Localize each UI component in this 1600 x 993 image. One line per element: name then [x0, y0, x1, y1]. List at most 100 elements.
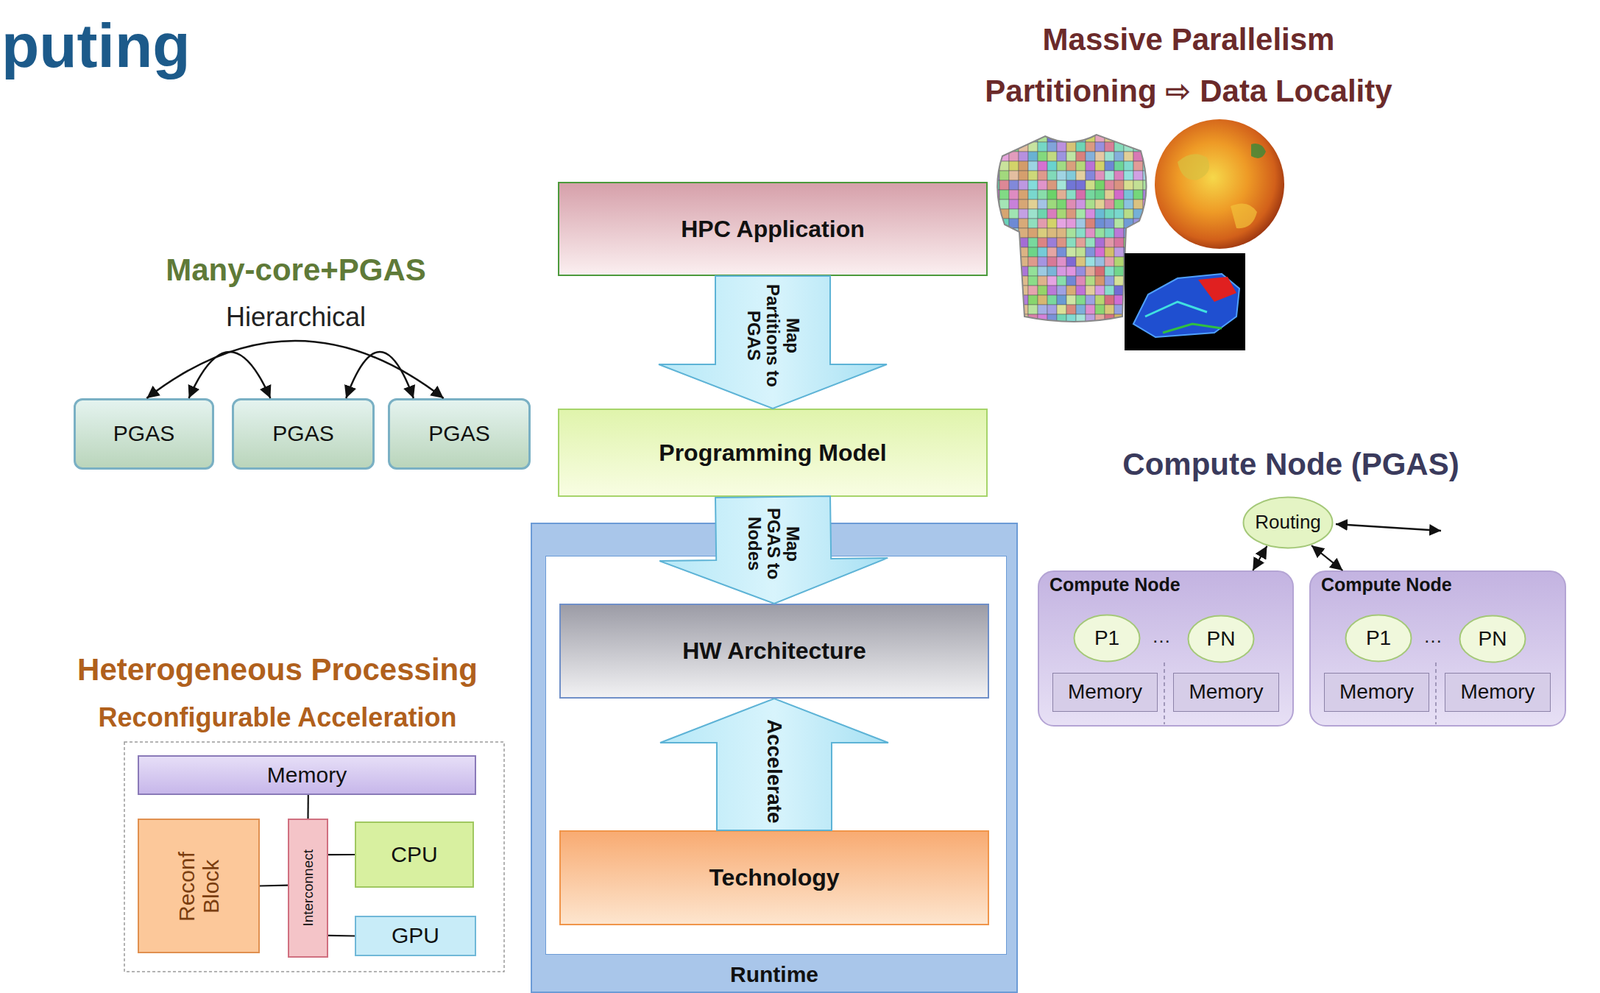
mesh-cell: [1123, 199, 1134, 210]
mesh-cell: [989, 189, 1000, 200]
mesh-cell: [999, 285, 1010, 296]
globe-patch: [1251, 143, 1266, 159]
mesh-cell: [1123, 218, 1134, 229]
mesh-cell: [1066, 132, 1076, 143]
mesh-cell: [1009, 199, 1019, 210]
mesh-cell: [1047, 266, 1057, 276]
mesh-cell: [1047, 314, 1057, 324]
mesh-cell: [1142, 132, 1153, 143]
mesh-cell: [1114, 247, 1124, 257]
mesh-cell: [1009, 142, 1019, 152]
mesh-cell: [1056, 237, 1067, 248]
mesh-cell: [1123, 228, 1134, 238]
mesh-cell: [1133, 151, 1143, 162]
mesh-cell: [1075, 161, 1086, 171]
ellipsis-mark: …: [1423, 625, 1443, 648]
edge-label: Map Partitions to PGAS: [743, 280, 802, 391]
mesh-cell: [1104, 199, 1115, 210]
mesh-cell: [1037, 295, 1048, 305]
technology-box: Technology: [559, 830, 990, 926]
mesh-cell: [1095, 285, 1105, 296]
mesh-cell: [1133, 314, 1143, 324]
globe-patch: [1177, 153, 1210, 180]
pgas-box: PGAS: [387, 398, 531, 470]
mesh-cell: [1075, 209, 1086, 219]
mesh-cell: [1152, 247, 1163, 257]
mesh-cell: [1018, 142, 1029, 152]
mesh-cell: [1075, 266, 1086, 276]
mesh-cell: [1018, 180, 1029, 190]
mesh-cell: [1085, 285, 1096, 296]
mesh-cell: [1018, 189, 1029, 200]
mesh-cell: [1114, 266, 1124, 276]
sub-heading: Hierarchical: [225, 301, 366, 332]
globe: [1154, 119, 1285, 249]
mesh-cell: [1075, 132, 1086, 143]
car-detail: [1162, 323, 1222, 333]
car-hotspot: [1198, 276, 1237, 302]
mesh-cell: [1018, 295, 1029, 305]
mesh-cell: [1037, 285, 1048, 296]
mesh-cell: [989, 266, 1000, 276]
mesh-cell: [1028, 314, 1038, 324]
mesh-cell: [1152, 295, 1163, 305]
ellipse-shape: [1346, 615, 1412, 662]
processor-ellipse: P1: [1073, 613, 1141, 663]
ellipsis-mark: …: [1151, 625, 1171, 648]
mesh-cell: [1028, 304, 1038, 315]
mesh-cell: [989, 209, 1000, 219]
mesh-cell: [1066, 256, 1076, 267]
mesh-cell: [1047, 161, 1057, 171]
mesh-cell: [1095, 189, 1105, 200]
mesh-cell: [1114, 237, 1124, 248]
mesh-cell: [1095, 266, 1105, 276]
mesh-cell: [1056, 285, 1067, 296]
mesh-cell: [1133, 170, 1143, 181]
mesh-cell: [1047, 247, 1057, 257]
mesh-cell: [1123, 132, 1134, 143]
mesh-cell: [1075, 314, 1086, 324]
mesh-cell: [1009, 209, 1019, 219]
mesh-cell: [999, 295, 1010, 305]
mesh-cell: [989, 180, 1000, 190]
mesh-cell: [1133, 295, 1143, 305]
mesh-cell: [999, 180, 1010, 190]
mesh-cell: [1018, 266, 1029, 276]
mesh-cell: [1085, 209, 1096, 219]
mesh-cell: [1047, 170, 1057, 181]
mesh-cell: [1104, 161, 1115, 171]
mesh-cell: [1104, 189, 1115, 200]
connector-line: [306, 794, 309, 819]
mesh-cell: [989, 199, 1000, 210]
curved-arrow: [345, 351, 414, 399]
mesh-cell: [1104, 275, 1115, 286]
mesh-cell: [989, 161, 1000, 171]
processor-ellipse: PN: [1187, 614, 1255, 664]
section-heading: Heterogeneous Processing: [77, 652, 478, 688]
block-arrow: [660, 698, 889, 831]
mesh-cell: [1066, 142, 1076, 152]
mesh-cell: [999, 218, 1010, 229]
mesh-cell: [1152, 314, 1163, 324]
mesh-cell: [1028, 199, 1038, 210]
mesh-cell: [1142, 237, 1153, 248]
compute-node-box: Compute NodeP1PNMemoryMemory: [1037, 570, 1294, 727]
mesh-cell: [1152, 199, 1163, 210]
mesh-cell: [1104, 209, 1115, 219]
mesh-cell: [1123, 285, 1134, 296]
mesh-cell: [1056, 323, 1067, 334]
mesh-cell: [1037, 218, 1048, 229]
mesh-cell: [1123, 142, 1134, 152]
mesh-cell: [1075, 170, 1086, 181]
mesh-cell: [1075, 151, 1086, 162]
mesh-cell: [1066, 180, 1076, 190]
mesh-cell: [1123, 189, 1134, 200]
mesh-cell: [1114, 304, 1124, 315]
mesh-cell: [1123, 247, 1134, 257]
mesh-cell: [1066, 237, 1076, 248]
mesh-cell: [1028, 295, 1038, 305]
node-text: Compute Node: [1049, 574, 1181, 596]
mesh-cell: [1133, 304, 1143, 315]
mesh-cell: [1142, 285, 1153, 296]
mesh-cell: [989, 295, 1000, 305]
